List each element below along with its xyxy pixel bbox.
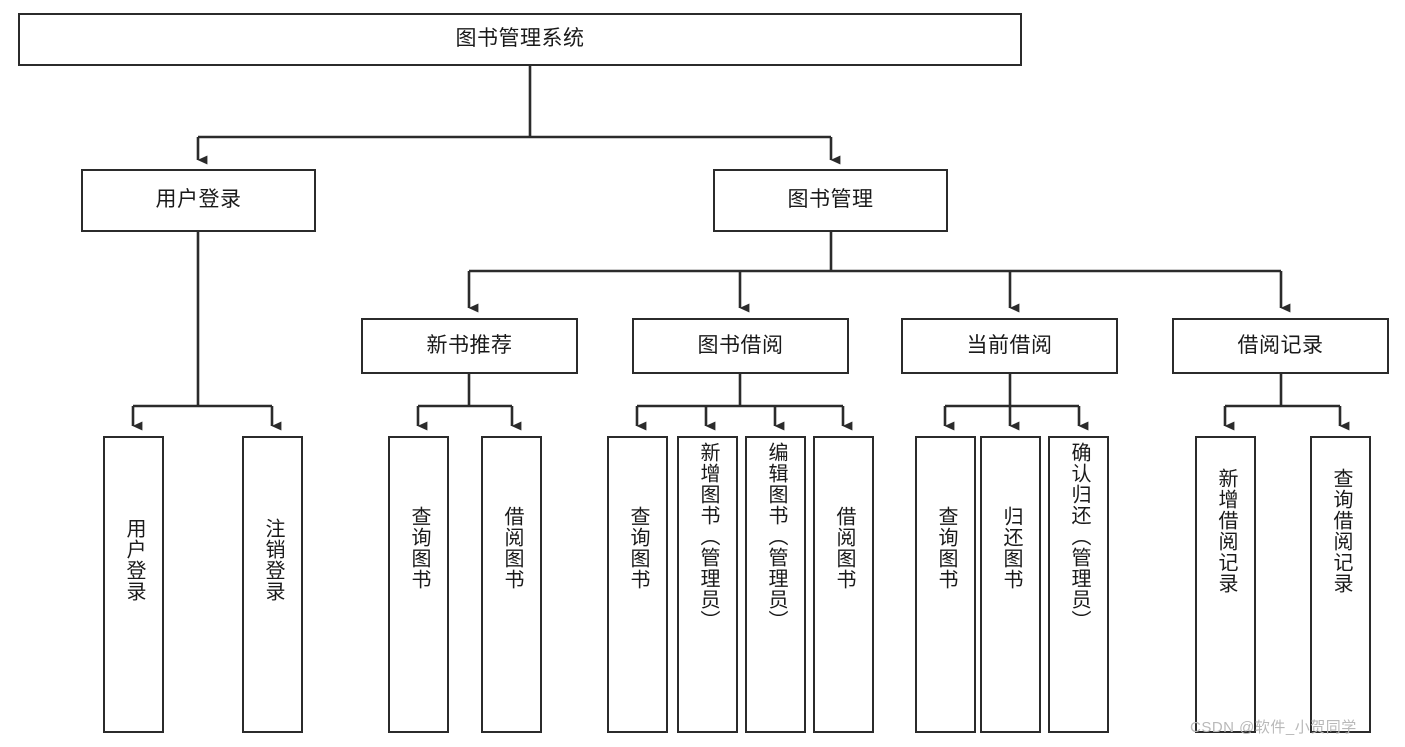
node-user-login[interactable]: 用户登录 — [81, 169, 316, 232]
node-leaf-borrow-book-1-label: 借阅图书 — [501, 506, 523, 590]
node-book-manage[interactable]: 图书管理 — [713, 169, 948, 232]
node-leaf-logout-login-label: 注销登录 — [262, 518, 284, 602]
node-leaf-edit-book[interactable]: 编辑图书（管理员） — [745, 436, 806, 733]
node-leaf-query-book-2-label: 查询图书 — [627, 506, 649, 590]
node-leaf-add-borrow-record[interactable]: 新增借阅记录 — [1195, 436, 1256, 733]
node-leaf-return-book-label: 归还图书 — [1000, 506, 1022, 590]
csdn-watermark: CSDN @软件_小贺同学 — [1190, 719, 1357, 736]
node-current-borrow[interactable]: 当前借阅 — [901, 318, 1118, 374]
connector-newbook-to-leaves — [416, 374, 522, 431]
node-new-book-recommend[interactable]: 新书推荐 — [361, 318, 578, 374]
node-book-borrow[interactable]: 图书借阅 — [632, 318, 849, 374]
node-leaf-borrow-book-2-label: 借阅图书 — [833, 506, 855, 590]
node-book-manage-label: 图书管理 — [787, 188, 874, 212]
node-leaf-query-borrow-record[interactable]: 查询借阅记录 — [1310, 436, 1371, 733]
node-leaf-add-book[interactable]: 新增图书（管理员） — [677, 436, 738, 733]
node-root-label: 图书管理系统 — [455, 27, 585, 51]
node-leaf-query-book-3[interactable]: 查询图书 — [915, 436, 976, 733]
node-new-book-recommend-label: 新书推荐 — [426, 333, 513, 357]
connector-bookmanage-to-level2 — [467, 232, 1291, 313]
node-root[interactable]: 图书管理系统 — [18, 13, 1022, 66]
connector-borrowrecord-to-leaves — [1223, 374, 1350, 431]
node-leaf-logout-login[interactable]: 注销登录 — [242, 436, 303, 733]
connector-root-to-level1 — [196, 66, 841, 165]
node-user-login-label: 用户登录 — [155, 188, 242, 212]
node-leaf-add-borrow-record-label: 新增借阅记录 — [1215, 468, 1237, 594]
node-leaf-query-book-1[interactable]: 查询图书 — [388, 436, 449, 733]
node-leaf-confirm-return[interactable]: 确认归还（管理员） — [1048, 436, 1109, 733]
node-leaf-confirm-return-label: 确认归还（管理员） — [1068, 442, 1090, 631]
node-leaf-query-book-3-label: 查询图书 — [935, 506, 957, 590]
node-current-borrow-label: 当前借阅 — [966, 333, 1053, 357]
node-book-borrow-label: 图书借阅 — [697, 333, 784, 357]
connector-userlogin-to-leaves — [131, 232, 282, 431]
node-leaf-return-book[interactable]: 归还图书 — [980, 436, 1041, 733]
node-borrow-record[interactable]: 借阅记录 — [1172, 318, 1389, 374]
node-leaf-query-borrow-record-label: 查询借阅记录 — [1330, 468, 1352, 594]
node-borrow-record-label: 借阅记录 — [1237, 333, 1324, 357]
node-leaf-query-book-2[interactable]: 查询图书 — [607, 436, 668, 733]
node-leaf-user-login[interactable]: 用户登录 — [103, 436, 164, 733]
node-leaf-query-book-1-label: 查询图书 — [408, 506, 430, 590]
node-leaf-borrow-book-1[interactable]: 借阅图书 — [481, 436, 542, 733]
connector-bookborrow-to-leaves — [635, 374, 853, 431]
connector-currentborrow-to-leaves — [943, 374, 1089, 431]
node-leaf-user-login-label: 用户登录 — [123, 518, 145, 602]
node-leaf-add-book-label: 新增图书（管理员） — [697, 442, 719, 631]
node-leaf-edit-book-label: 编辑图书（管理员） — [765, 442, 787, 631]
node-leaf-borrow-book-2[interactable]: 借阅图书 — [813, 436, 874, 733]
